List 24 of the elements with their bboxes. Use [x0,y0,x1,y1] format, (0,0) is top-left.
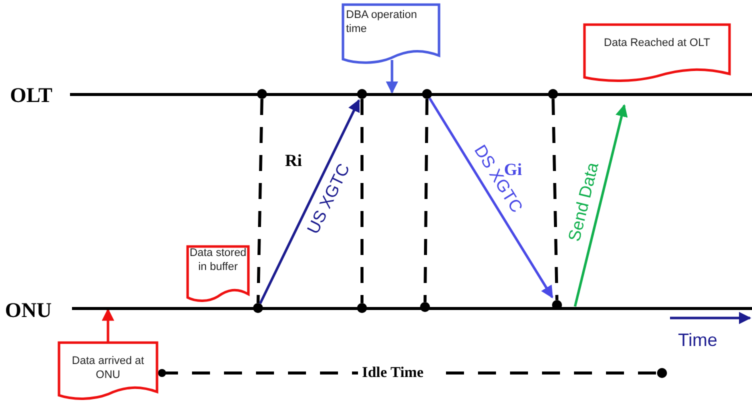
timeline-label: ONU [5,297,52,324]
interval-label: Idle Time [362,364,424,382]
document-callout [583,24,731,82]
arrow [428,98,554,298]
timeline-line [70,92,752,96]
arrow [259,99,360,304]
arrow [574,104,628,307]
arrow [102,308,114,342]
document-callout [58,342,158,400]
document-callout [187,246,249,302]
dashed-line [552,98,558,300]
dashed-line [256,98,264,304]
callout-text: DBA operation time [346,9,417,35]
callout-text: Data Reached at OLT [604,37,710,49]
interval-label: Ri [285,150,302,172]
dashed-line [424,98,428,302]
callout-text: Data stored in buffer [190,247,246,273]
timeline-label: OLT [10,82,52,109]
timeline-line [72,306,752,310]
document-callout [342,4,440,64]
callout-text: Data arrived at ONU [72,355,144,381]
axis-label: Time [678,329,718,352]
dashed-line [360,99,364,303]
arrow [386,60,398,94]
